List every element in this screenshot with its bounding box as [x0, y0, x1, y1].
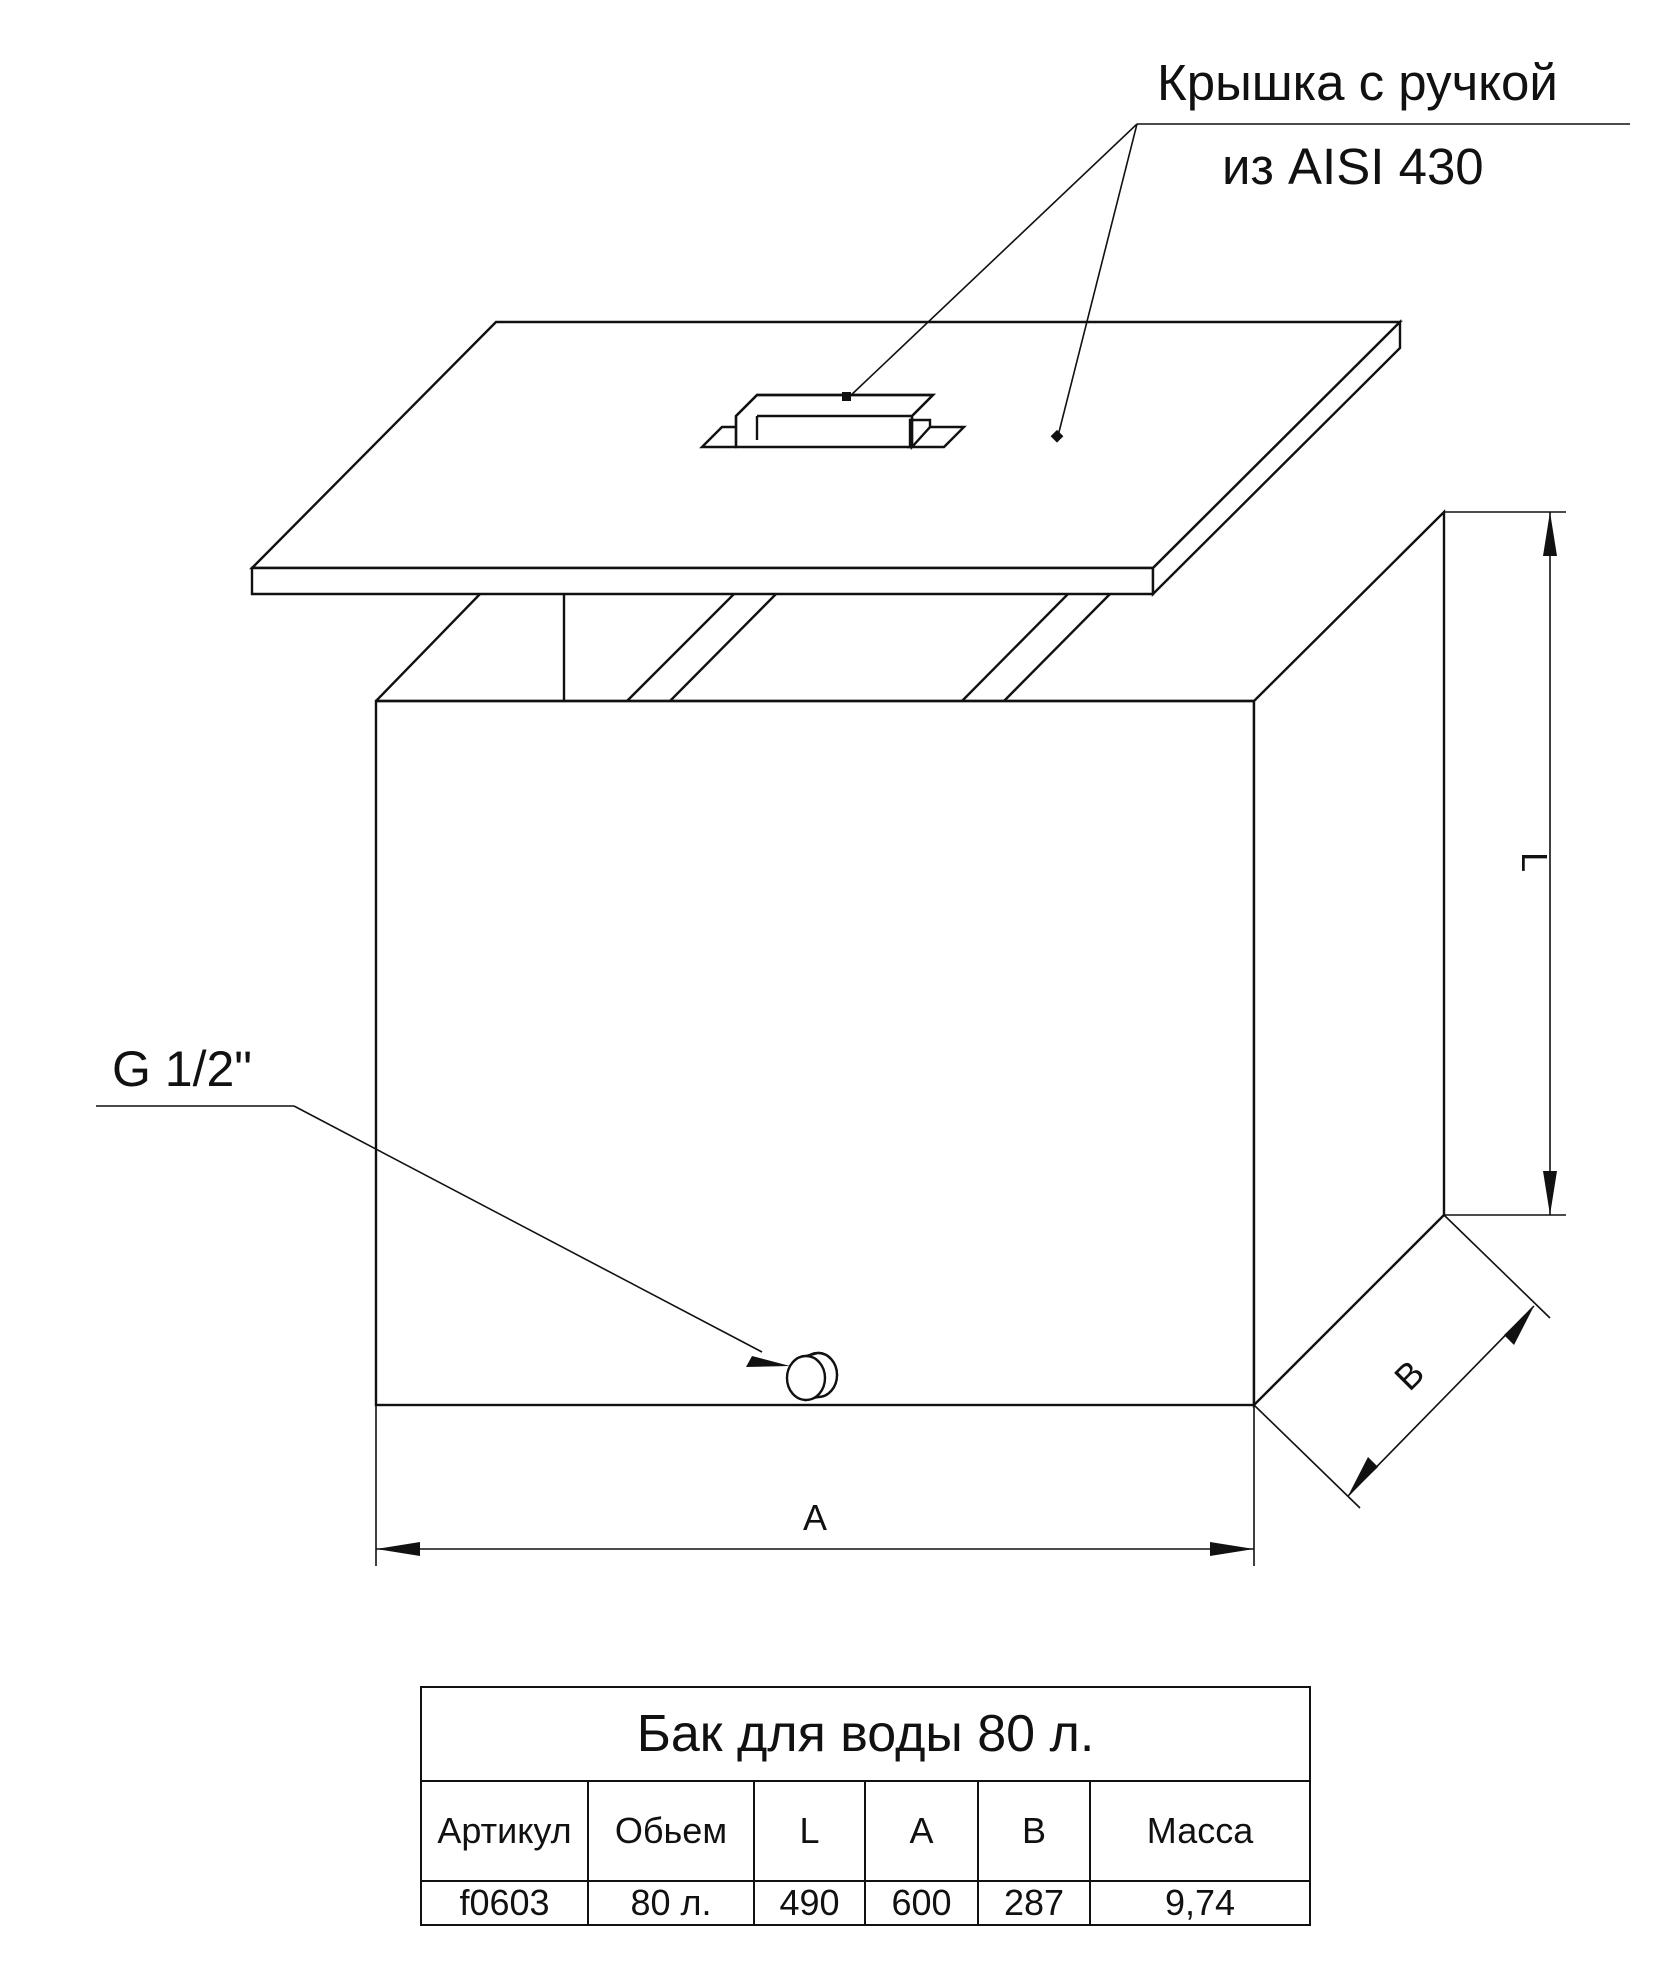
- fitting: G 1/2": [96, 1041, 837, 1400]
- fitting-callout-label: G 1/2": [112, 1041, 252, 1097]
- tank-rib-right-a: [962, 594, 1068, 701]
- fitting-front: [787, 1356, 825, 1400]
- dim-depth-arrow-back: [1504, 1306, 1534, 1345]
- tank-side-face: [1254, 512, 1444, 1405]
- dim-width-label: A: [803, 1497, 827, 1538]
- dimension-width: A: [376, 1405, 1254, 1566]
- lid-callout-leader-handle: [848, 124, 1137, 398]
- tank-front-face: [374, 699, 1256, 1407]
- header-l: L: [753, 1780, 866, 1882]
- lid-front-edge: [252, 568, 1153, 594]
- spec-table-header-row: Артикул Обьем L A B Масса: [420, 1780, 1312, 1882]
- dimension-height: L: [1444, 512, 1566, 1215]
- tank-rib-left-b: [670, 594, 776, 701]
- dim-depth-line: [1348, 1306, 1534, 1496]
- header-volume: Обьем: [587, 1780, 755, 1882]
- dim-width-arrow-right: [1210, 1542, 1254, 1556]
- cell-l: 490: [753, 1880, 866, 1926]
- fitting-callout-leader: [294, 1106, 762, 1352]
- table-row: f0603 80 л. 490 600 287 9,74: [420, 1880, 1312, 1926]
- tank-body: [374, 512, 1444, 1407]
- lid-side-edge: [1153, 322, 1400, 594]
- cell-a: 600: [864, 1880, 979, 1926]
- dim-depth-ext-back: [1444, 1215, 1550, 1318]
- cell-volume: 80 л.: [587, 1880, 755, 1926]
- dim-depth-label: B: [1386, 1352, 1432, 1398]
- cell-mass: 9,74: [1088, 1880, 1312, 1926]
- cell-article: f0603: [420, 1880, 589, 1926]
- lid-callout-line1: Крышка с ручкой: [1157, 54, 1558, 111]
- spec-table-title: Бак для воды 80 л.: [419, 1686, 1312, 1782]
- lid-callout-line2: из AISI 430: [1222, 138, 1484, 195]
- tank-top-left-edge: [376, 594, 480, 701]
- fitting-callout-arrow: [746, 1356, 790, 1367]
- lid-callout-dot-handle: [842, 392, 851, 401]
- lid-callout: Крышка с ручкой из AISI 430: [842, 54, 1630, 443]
- dim-height-label: L: [1514, 852, 1555, 872]
- dim-depth-ext-front: [1254, 1405, 1360, 1508]
- tank-lid: [252, 322, 1400, 594]
- dim-height-arrow-bottom: [1543, 1171, 1557, 1215]
- dim-height-arrow-top: [1543, 512, 1557, 556]
- tank-rib-left-a: [627, 594, 734, 701]
- header-a: A: [864, 1780, 979, 1882]
- dim-depth-arrow-front: [1348, 1457, 1378, 1496]
- tank-rib-right-b: [1004, 594, 1110, 701]
- cell-b: 287: [977, 1880, 1091, 1926]
- header-mass: Масса: [1088, 1780, 1312, 1882]
- dim-width-arrow-left: [376, 1542, 420, 1556]
- header-article: Артикул: [420, 1780, 589, 1882]
- lid-callout-leader-lid: [1058, 124, 1137, 436]
- spec-table: Бак для воды 80 л. Артикул Обьем L A B М…: [419, 1686, 1312, 1926]
- header-b: B: [977, 1780, 1091, 1882]
- handle-grip: [736, 395, 933, 447]
